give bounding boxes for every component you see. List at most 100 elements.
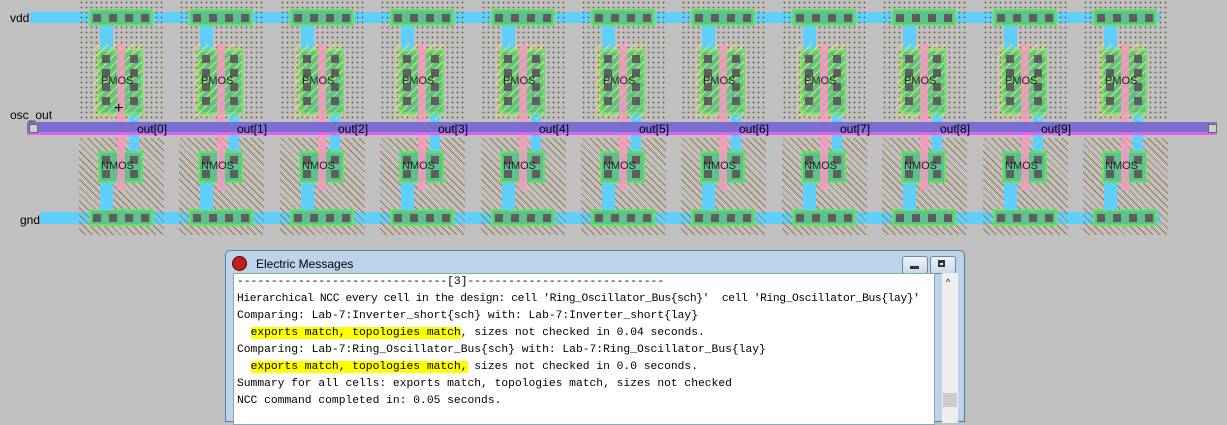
contact-cut (130, 156, 138, 164)
contact-cut (997, 214, 1005, 222)
contact-cut (141, 14, 149, 22)
contact-cut (704, 55, 712, 63)
poly-gate[interactable] (418, 44, 426, 190)
message-text: Comparing: Lab-7:Ring_Oscillator_Bus{sch… (237, 344, 766, 356)
contact-cut (294, 214, 302, 222)
gnd-contact[interactable] (189, 209, 253, 226)
contact-cut (331, 97, 339, 105)
vdd-contact[interactable] (89, 9, 153, 26)
contact-cut (796, 14, 804, 22)
contact-cut (504, 55, 512, 63)
contact-cut (504, 83, 512, 91)
contact-cut (431, 156, 439, 164)
gnd-contact[interactable] (491, 209, 555, 226)
contact-cut (732, 170, 740, 178)
contact-cut (812, 14, 820, 22)
vdd-contact[interactable] (390, 9, 454, 26)
vdd-contact[interactable] (1093, 9, 1157, 26)
contact-cut (833, 83, 841, 91)
gnd-contact[interactable] (691, 209, 755, 226)
contact-cut (331, 170, 339, 178)
contact-cut (1013, 14, 1021, 22)
contact-cut (627, 14, 635, 22)
vdd-contact[interactable] (591, 9, 655, 26)
gnd-contact[interactable] (792, 209, 856, 226)
electric-messages-window[interactable]: Electric Messages ----------------------… (225, 250, 965, 425)
contact-cut (527, 14, 535, 22)
vdd-contact[interactable] (189, 9, 253, 26)
contact-cut (125, 214, 133, 222)
contact-cut (193, 214, 201, 222)
contact-cut (230, 83, 238, 91)
message-line: Comparing: Lab-7:Ring_Oscillator_Bus{sch… (234, 342, 934, 359)
vdd-contact[interactable] (892, 9, 956, 26)
contact-cut (403, 55, 411, 63)
vdd-contact[interactable] (993, 9, 1057, 26)
vdd-contact[interactable] (491, 9, 555, 26)
contact-cut (805, 55, 813, 63)
poly-gate[interactable] (1021, 44, 1029, 190)
gnd-contact[interactable] (89, 209, 153, 226)
contact-cut (1134, 156, 1142, 164)
nmos-label: NMOS (302, 160, 335, 172)
bus-port[interactable] (29, 124, 38, 133)
vdd-contact[interactable] (290, 9, 354, 26)
contact-cut (410, 14, 418, 22)
gnd-contact[interactable] (290, 209, 354, 226)
gnd-contact[interactable] (892, 209, 956, 226)
contact-cut (543, 214, 551, 222)
vdd-contact[interactable] (792, 9, 856, 26)
metal-gnd-strap (200, 182, 213, 210)
pmos-label: PMOS (201, 75, 234, 87)
gnd-contact[interactable] (591, 209, 655, 226)
highlighted-result: exports match, topologies match, (250, 361, 468, 373)
contact-cut (1134, 69, 1142, 77)
contact-cut (1106, 97, 1114, 105)
contact-cut (141, 214, 149, 222)
metal-gnd-strap (100, 182, 113, 210)
contact-cut (905, 156, 913, 164)
poly-gate[interactable] (920, 44, 928, 190)
poly-gate[interactable] (318, 44, 326, 190)
contact-cut (342, 14, 350, 22)
contact-cut (844, 14, 852, 22)
nmos-label: NMOS (101, 160, 134, 172)
message-text: -------------------------------[3]------… (237, 276, 665, 288)
indent (237, 361, 251, 373)
contact-cut (527, 214, 535, 222)
message-log[interactable]: -------------------------------[3]------… (233, 273, 935, 425)
contact-cut (1106, 170, 1114, 178)
contact-cut (1045, 14, 1053, 22)
poly-gate[interactable] (1121, 44, 1129, 190)
contact-cut (1034, 83, 1042, 91)
gnd-contact[interactable] (1093, 209, 1157, 226)
gnd-contact[interactable] (390, 209, 454, 226)
poly-gate[interactable] (619, 44, 627, 190)
contact-cut (102, 156, 110, 164)
contact-cut (643, 14, 651, 22)
contact-cut (805, 69, 813, 77)
gnd-contact[interactable] (993, 209, 1057, 226)
scroll-thumb[interactable] (943, 393, 957, 407)
poly-gate[interactable] (820, 44, 828, 190)
osc-out-bus[interactable] (27, 122, 1217, 135)
vdd-contact[interactable] (691, 9, 755, 26)
poly-gate[interactable] (519, 44, 527, 190)
minimize-button[interactable] (902, 256, 928, 274)
contact-cut (704, 69, 712, 77)
highlighted-result: exports match, topologies match (250, 327, 461, 339)
metal-gnd-strap (702, 182, 715, 210)
contact-cut (912, 214, 920, 222)
contact-cut (732, 97, 740, 105)
bus-port-right[interactable] (1208, 124, 1217, 133)
poly-gate[interactable] (117, 44, 125, 190)
contact-cut (1006, 83, 1014, 91)
contact-cut (532, 69, 540, 77)
scrollbar[interactable]: ^ (942, 273, 958, 423)
contact-cut (202, 97, 210, 105)
contact-cut (933, 97, 941, 105)
scroll-up-icon[interactable]: ^ (946, 277, 951, 287)
poly-gate[interactable] (719, 44, 727, 190)
maximize-button[interactable] (930, 256, 956, 274)
poly-gate[interactable] (217, 44, 225, 190)
